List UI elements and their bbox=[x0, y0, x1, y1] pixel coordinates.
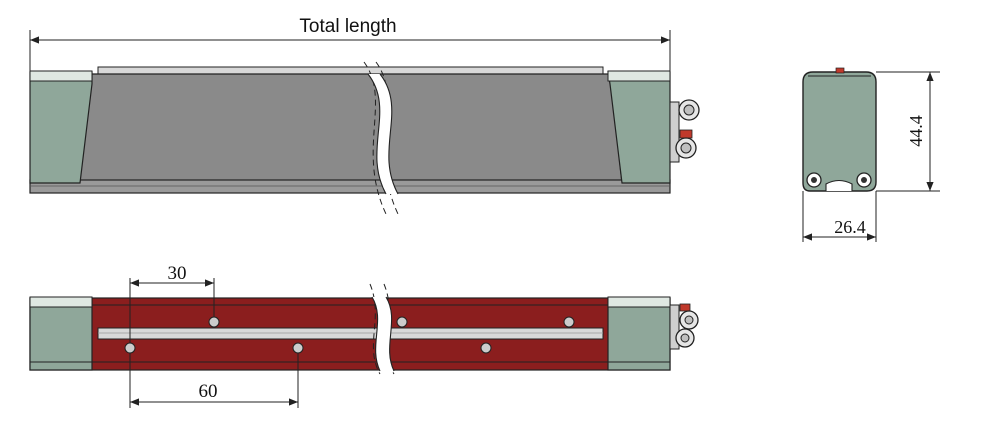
mounting-hole bbox=[396, 316, 408, 328]
right-end-cap bbox=[607, 70, 671, 184]
mounting-hole bbox=[563, 316, 575, 328]
body-housing bbox=[77, 73, 623, 184]
top-view: Total length bbox=[29, 16, 700, 215]
width-dimension: 26.4 bbox=[802, 191, 877, 242]
bottom-connector-fitting bbox=[669, 303, 699, 350]
mounting-hole bbox=[292, 342, 304, 354]
mounting-hole bbox=[208, 316, 220, 328]
connector-fitting bbox=[669, 99, 700, 163]
left-end-cap bbox=[29, 70, 93, 184]
bottom-view: 30 60 bbox=[29, 263, 699, 408]
height-dimension: 44.4 bbox=[876, 71, 940, 192]
end-profile bbox=[802, 71, 877, 192]
hole-spacing-dimension: 60 bbox=[129, 353, 299, 408]
hole-pitch-label: 30 bbox=[168, 263, 187, 284]
hole-pitch-dimension: 30 bbox=[129, 263, 215, 343]
body-base-strip bbox=[29, 179, 671, 194]
mounting-holes bbox=[124, 316, 575, 354]
height-label: 44.4 bbox=[906, 115, 926, 147]
total-length-label: Total length bbox=[299, 16, 396, 37]
width-label: 26.4 bbox=[834, 217, 866, 237]
bottom-break-symbol bbox=[369, 283, 395, 375]
break-symbol bbox=[363, 61, 399, 215]
bottom-left-end-cap bbox=[29, 296, 93, 371]
mounting-hole bbox=[480, 342, 492, 354]
total-length-dimension: Total length bbox=[29, 16, 671, 72]
mounting-hole bbox=[124, 342, 136, 354]
bottom-right-end-cap bbox=[607, 296, 671, 371]
bottom-rail bbox=[97, 327, 604, 340]
hole-spacing-label: 60 bbox=[199, 381, 218, 402]
end-view: 44.4 26.4 bbox=[802, 67, 940, 242]
